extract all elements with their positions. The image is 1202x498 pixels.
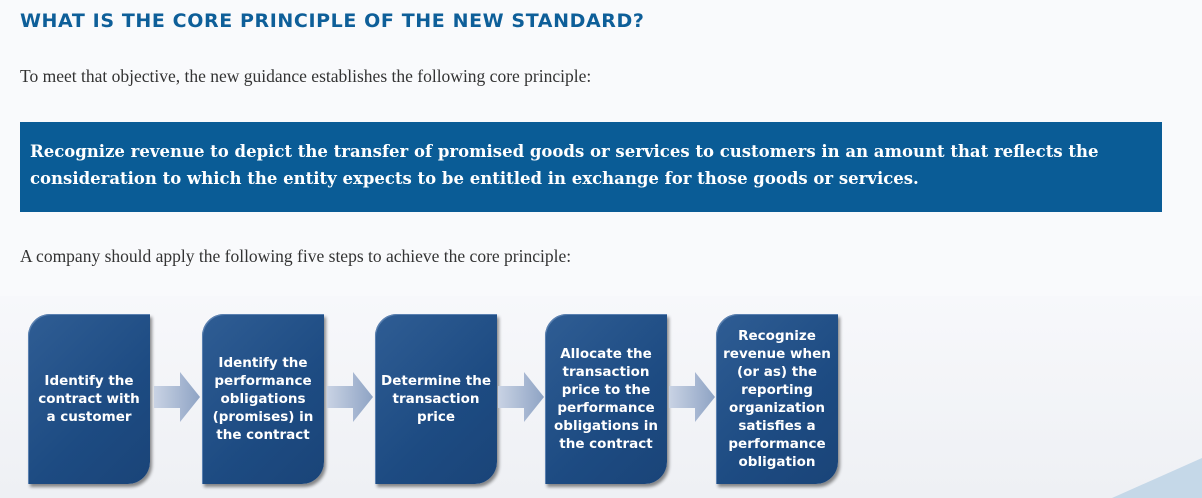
arrow-right-icon xyxy=(154,372,200,422)
five-steps-diagram: Identify the contract with a customer Id… xyxy=(0,296,1202,498)
arrow-right-icon xyxy=(498,372,544,422)
decorative-corner xyxy=(1112,458,1202,498)
step-5-box: Recognize revenue when (or as) the repor… xyxy=(716,314,838,484)
step-3-box: Determine the transaction price xyxy=(375,314,497,484)
arrow-right-icon xyxy=(327,372,373,422)
intro-text: To meet that objective, the new guidance… xyxy=(20,66,592,86)
section-heading: WHAT IS THE CORE PRINCIPLE OF THE NEW ST… xyxy=(20,10,645,32)
step-2-box: Identify the performance obligations (pr… xyxy=(202,314,324,484)
step-4-box: Allocate the transaction price to the pe… xyxy=(545,314,667,484)
steps-intro-text: A company should apply the following fiv… xyxy=(20,246,572,266)
core-principle-callout: Recognize revenue to depict the transfer… xyxy=(20,122,1162,212)
step-1-box: Identify the contract with a customer xyxy=(28,314,150,484)
arrow-right-icon xyxy=(669,372,715,422)
